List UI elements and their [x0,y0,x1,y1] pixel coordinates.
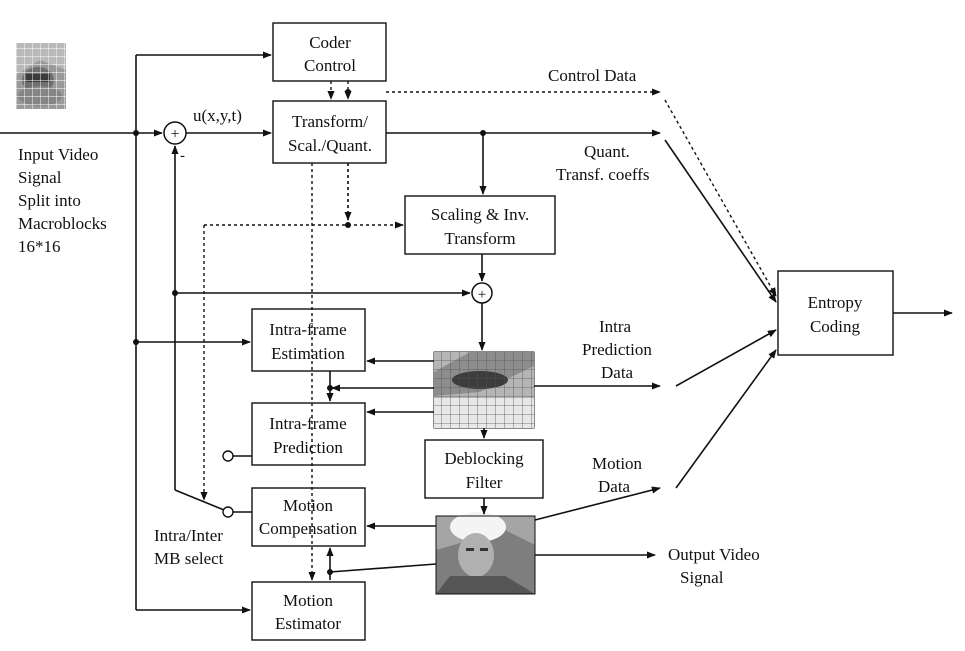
coder-control-line2: Control [304,56,356,75]
input-label: Input Video Signal Split into Macroblock… [18,145,107,256]
output-line1: Output Video [668,545,760,564]
solid-connections [0,51,953,614]
mb-select-line1: Intra/Inter [154,526,223,545]
transform-line1: Transform/ [292,112,368,131]
motion-estimator-block: Motion Estimator [251,581,366,641]
intra-prediction-line1: Intra-frame [269,414,346,433]
intra-data-label: Intra Prediction Data [582,317,652,382]
output-label: Output Video Signal [668,545,760,587]
intra-estimation-line1: Intra-frame [269,320,346,339]
input-line3: Split into [18,191,81,210]
entropy-line2: Coding [810,317,861,336]
scaling-line2: Transform [444,229,515,248]
output-frame-image [435,512,536,595]
decoded-frame-image [433,351,535,429]
sum-node-1: + [163,121,187,145]
quant-line1: Quant. [584,142,630,161]
motion-est-line1: Motion [283,591,334,610]
u-signal-label: u(x,y,t) [193,106,242,125]
intra-data-line1: Intra [599,317,632,336]
motion-est-line2: Estimator [275,614,341,633]
minus-sign: - [180,148,185,164]
quant-line2: Transf. coeffs [556,165,650,184]
intra-prediction-line2: Prediction [273,438,343,457]
deblocking-filter-block: Deblocking Filter [424,439,544,499]
sum1-plus: + [170,126,179,143]
scaling-line1: Scaling & Inv. [431,205,530,224]
sum-node-2: + [471,282,493,304]
output-line2: Signal [680,568,724,587]
intra-prediction-block: Intra-frame Prediction [251,402,366,466]
junction-dots [133,89,486,575]
motion-comp-line1: Motion [283,496,334,515]
motion-data-line1: Motion [592,454,643,473]
motion-comp-line2: Compensation [259,519,358,538]
motion-data-label: Motion Data [592,454,643,496]
transform-line2: Scal./Quant. [288,136,372,155]
motion-data-line2: Data [598,477,631,496]
mb-select-line2: MB select [154,549,224,568]
mb-select-label: Intra/Inter MB select [154,526,224,568]
quant-coeffs-label: Quant. Transf. coeffs [556,142,650,184]
sum2-plus: + [478,287,486,303]
input-line5: 16*16 [18,237,61,256]
intra-data-line2: Prediction [582,340,652,359]
input-line1: Input Video [18,145,98,164]
intra-switch-terminal [222,450,234,462]
inter-switch-terminal [222,506,234,518]
intra-estimation-line2: Estimation [271,344,345,363]
entropy-coding-block: Entropy Coding [777,270,894,356]
deblocking-line1: Deblocking [444,449,524,468]
input-line2: Signal [18,168,62,187]
intra-estimation-block: Intra-frame Estimation [251,308,366,372]
motion-compensation-block: Motion Compensation [251,487,366,547]
scaling-inv-transform-block: Scaling & Inv. Transform [404,195,556,255]
deblocking-line2: Filter [466,473,503,492]
input-frame-image [16,43,66,109]
control-data-label: Control Data [548,66,637,85]
input-line4: Macroblocks [18,214,107,233]
entropy-line1: Entropy [808,293,863,312]
intra-data-line3: Data [601,363,634,382]
transform-block: Transform/ Scal./Quant. [272,100,387,164]
coder-control-block: Coder Control [272,22,387,82]
coder-control-line1: Coder [309,33,351,52]
